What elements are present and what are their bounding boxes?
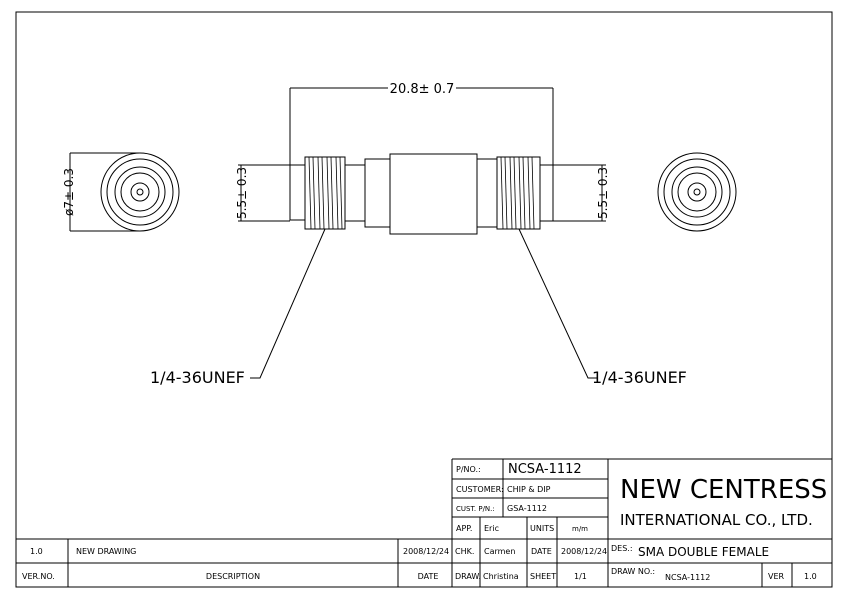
chk-label: CHK. bbox=[455, 547, 474, 556]
draw-label: DRAW. bbox=[455, 572, 481, 581]
sheet-value: 1/1 bbox=[574, 572, 587, 581]
app-value: Eric bbox=[484, 524, 499, 533]
right-height-dimension bbox=[553, 164, 606, 222]
overall-length-dimension bbox=[289, 87, 554, 165]
left-diameter-dimension bbox=[69, 152, 140, 232]
right-height-label: 5.5± 0.3 bbox=[596, 167, 610, 219]
title-block-lines bbox=[16, 458, 832, 587]
right-thread-lines bbox=[500, 156, 535, 230]
overall-length-label: 20.8± 0.7 bbox=[390, 82, 455, 97]
chk-date-label: DATE bbox=[531, 547, 552, 556]
thread-leaders bbox=[250, 228, 597, 379]
draw-value: Christina bbox=[483, 572, 519, 581]
company-name-line2: INTERNATIONAL CO., LTD. bbox=[620, 511, 813, 529]
revision-date: 2008/12/24 bbox=[403, 547, 449, 556]
cust-pn-label: CUST. P/N.: bbox=[456, 505, 495, 513]
left-height-label: 5.5± 0.3 bbox=[235, 167, 249, 219]
revision-col-description: DESCRIPTION bbox=[206, 572, 260, 581]
customer-label: CUSTOMER: bbox=[456, 485, 504, 494]
drawno-label: DRAW NO.: bbox=[611, 567, 655, 576]
ver-value: 1.0 bbox=[804, 572, 817, 581]
ver-label: VER bbox=[768, 572, 785, 581]
units-value: m/m bbox=[572, 525, 588, 533]
des-value: SMA DOUBLE FEMALE bbox=[638, 545, 769, 559]
revision-ver: 1.0 bbox=[30, 547, 43, 556]
connector-side-view bbox=[289, 153, 554, 235]
units-label: UNITS bbox=[530, 524, 554, 533]
revision-description: NEW DRAWING bbox=[76, 547, 136, 556]
pno-value: NCSA-1112 bbox=[508, 462, 582, 477]
drawno-value: NCSA-1112 bbox=[665, 573, 710, 582]
left-end-view bbox=[100, 152, 180, 232]
company-name-line1: NEW CENTRESS bbox=[620, 475, 827, 505]
des-label: DES.: bbox=[611, 544, 633, 553]
chk-value: Carmen bbox=[484, 547, 515, 556]
left-height-dimension bbox=[238, 164, 290, 222]
pno-label: P/NO.: bbox=[456, 465, 481, 474]
sheet-border bbox=[15, 11, 833, 588]
sheet-label: SHEET bbox=[530, 572, 556, 581]
revision-col-ver: VER.NO. bbox=[22, 572, 55, 581]
left-thread-lines bbox=[308, 156, 343, 230]
left-diameter-label: ø7± 0.3 bbox=[62, 168, 76, 216]
right-thread-label: 1/4-36UNEF bbox=[592, 368, 687, 387]
revision-col-date: DATE bbox=[418, 572, 439, 581]
customer-value: CHIP & DIP bbox=[507, 485, 551, 494]
chk-date-value: 2008/12/24 bbox=[561, 547, 607, 556]
left-thread-label: 1/4-36UNEF bbox=[150, 368, 245, 387]
app-label: APP. bbox=[456, 524, 472, 533]
right-end-view bbox=[657, 152, 737, 232]
center-hex-body bbox=[389, 153, 478, 235]
cust-pn-value: GSA-1112 bbox=[507, 504, 547, 513]
